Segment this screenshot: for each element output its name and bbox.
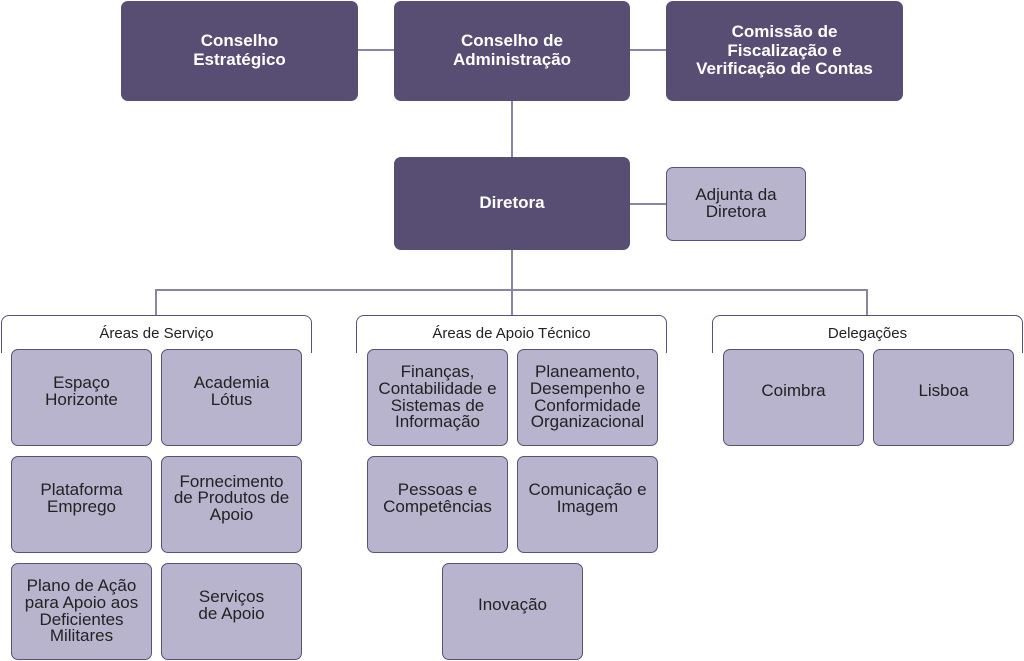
group-title: Áreas de Serviço — [99, 325, 214, 342]
comissao-box: Comissão de Fiscalização e Verificação d… — [666, 1, 903, 101]
adjunta-box: Adjunta da Diretora — [666, 167, 806, 241]
box-label: Finanças, Contabilidade e Sistemas de In… — [378, 362, 497, 432]
connector — [866, 289, 868, 315]
unit-box: Coimbra — [723, 349, 864, 446]
connector — [630, 203, 666, 205]
unit-box: Plataforma Emprego — [11, 456, 152, 553]
diretora-box: Diretora — [394, 157, 630, 250]
unit-box: Lisboa — [873, 349, 1014, 446]
group-areas-servico: Áreas de Serviço — [1, 315, 312, 353]
unit-box: Inovação — [442, 563, 583, 660]
unit-box: Comunicação e Imagem — [517, 456, 658, 553]
box-label: Diretora — [479, 193, 545, 213]
box-label: Comissão de Fiscalização e Verificação d… — [696, 21, 873, 79]
connector — [630, 49, 666, 51]
box-label: Plano de Ação para Apoio aos Deficientes… — [24, 576, 139, 646]
box-label: Lisboa — [918, 381, 969, 401]
connector — [511, 289, 513, 315]
group-delegacoes: Delegações — [712, 315, 1023, 353]
unit-box: Academia Lótus — [161, 349, 302, 446]
unit-box: Espaço Horizonte — [11, 349, 152, 446]
unit-box: Planeamento, Desempenho e Conformidade O… — [517, 349, 658, 446]
box-label: Plataforma Emprego — [40, 479, 123, 516]
box-label: Coimbra — [761, 381, 826, 401]
unit-box: Pessoas e Competências — [367, 456, 508, 553]
group-title: Delegações — [827, 325, 908, 342]
box-label: Comunicação e Imagem — [528, 479, 647, 516]
conselho-administracao-box: Conselho de Administração — [394, 1, 630, 101]
box-label: Serviços de Apoio — [198, 586, 265, 623]
connector — [511, 101, 513, 157]
box-label: Inovação — [478, 595, 547, 615]
group-title: Áreas de Apoio Técnico — [432, 325, 591, 342]
unit-box: Finanças, Contabilidade e Sistemas de In… — [367, 349, 508, 446]
box-label: Adjunta da Diretora — [695, 185, 777, 221]
conselho-estrategico-box: Conselho Estratégico — [121, 1, 358, 101]
connector — [155, 289, 157, 315]
unit-box: Fornecimento de Produtos de Apoio — [161, 456, 302, 553]
box-label: Academia Lótus — [193, 372, 270, 409]
connector — [358, 49, 394, 51]
unit-box: Serviços de Apoio — [161, 563, 302, 660]
connector — [511, 250, 513, 290]
box-label: Fornecimento de Produtos de Apoio — [173, 471, 290, 524]
box-label: Conselho Estratégico — [193, 31, 286, 69]
box-label: Conselho de Administração — [452, 31, 572, 69]
box-label: Planeamento, Desempenho e Conformidade O… — [529, 362, 646, 432]
group-areas-apoio-tecnico: Áreas de Apoio Técnico — [356, 315, 667, 353]
box-label: Pessoas e Competências — [383, 479, 492, 516]
unit-box: Plano de Ação para Apoio aos Deficientes… — [11, 563, 152, 660]
box-label: Espaço Horizonte — [45, 372, 118, 409]
